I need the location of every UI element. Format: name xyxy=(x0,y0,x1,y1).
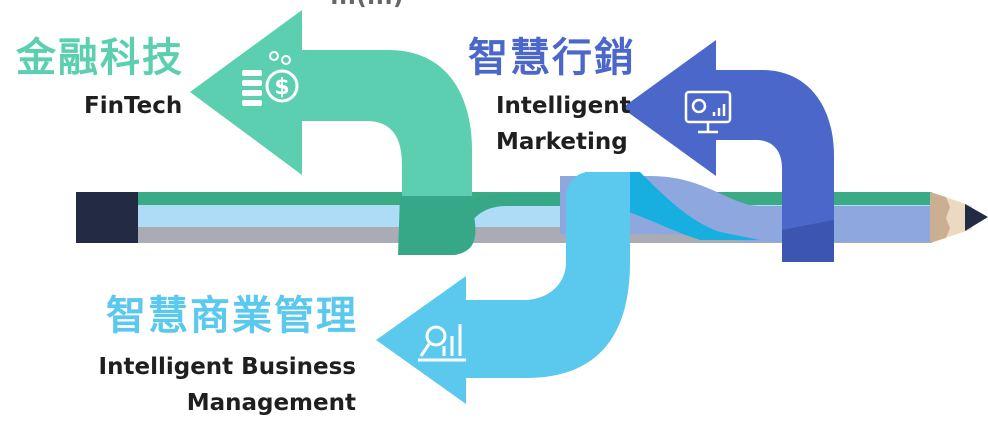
fintech-arrow-body xyxy=(190,10,472,196)
marketing-arrow-body xyxy=(622,40,834,262)
top-text-fragment: ...(...) xyxy=(330,0,403,12)
coins-dollar-sign: $ xyxy=(274,75,289,100)
business-arrow xyxy=(376,172,760,404)
monitor-chart-icon xyxy=(684,90,732,134)
marketing-title-en-line2: Marketing xyxy=(496,129,628,155)
magnifier-bars-icon xyxy=(418,324,466,362)
marketing-title-zh: 智慧行銷 xyxy=(468,35,636,81)
fintech-title-en: FinTech xyxy=(84,93,183,119)
business-title-en-line2: Management xyxy=(186,390,356,416)
business-title-en-line1: Intelligent Business xyxy=(98,354,356,380)
fintech-arrow-shadow xyxy=(398,195,476,255)
business-arrow-body xyxy=(376,172,630,404)
marketing-arrow-fold xyxy=(782,220,834,262)
pencil-cap xyxy=(76,192,138,243)
business-title-zh: 智慧商業管理 xyxy=(106,293,358,339)
pencil-tip-lead xyxy=(965,204,988,231)
pencil-tip-wood-shade xyxy=(930,192,950,243)
coins-dollar-icon xyxy=(242,51,299,106)
marketing-title-en-line1: Intelligent xyxy=(496,93,631,119)
fintech-arrow xyxy=(190,10,560,255)
fintech-arrow-band xyxy=(458,193,560,226)
fintech-title-zh: 金融科技 xyxy=(16,35,184,81)
